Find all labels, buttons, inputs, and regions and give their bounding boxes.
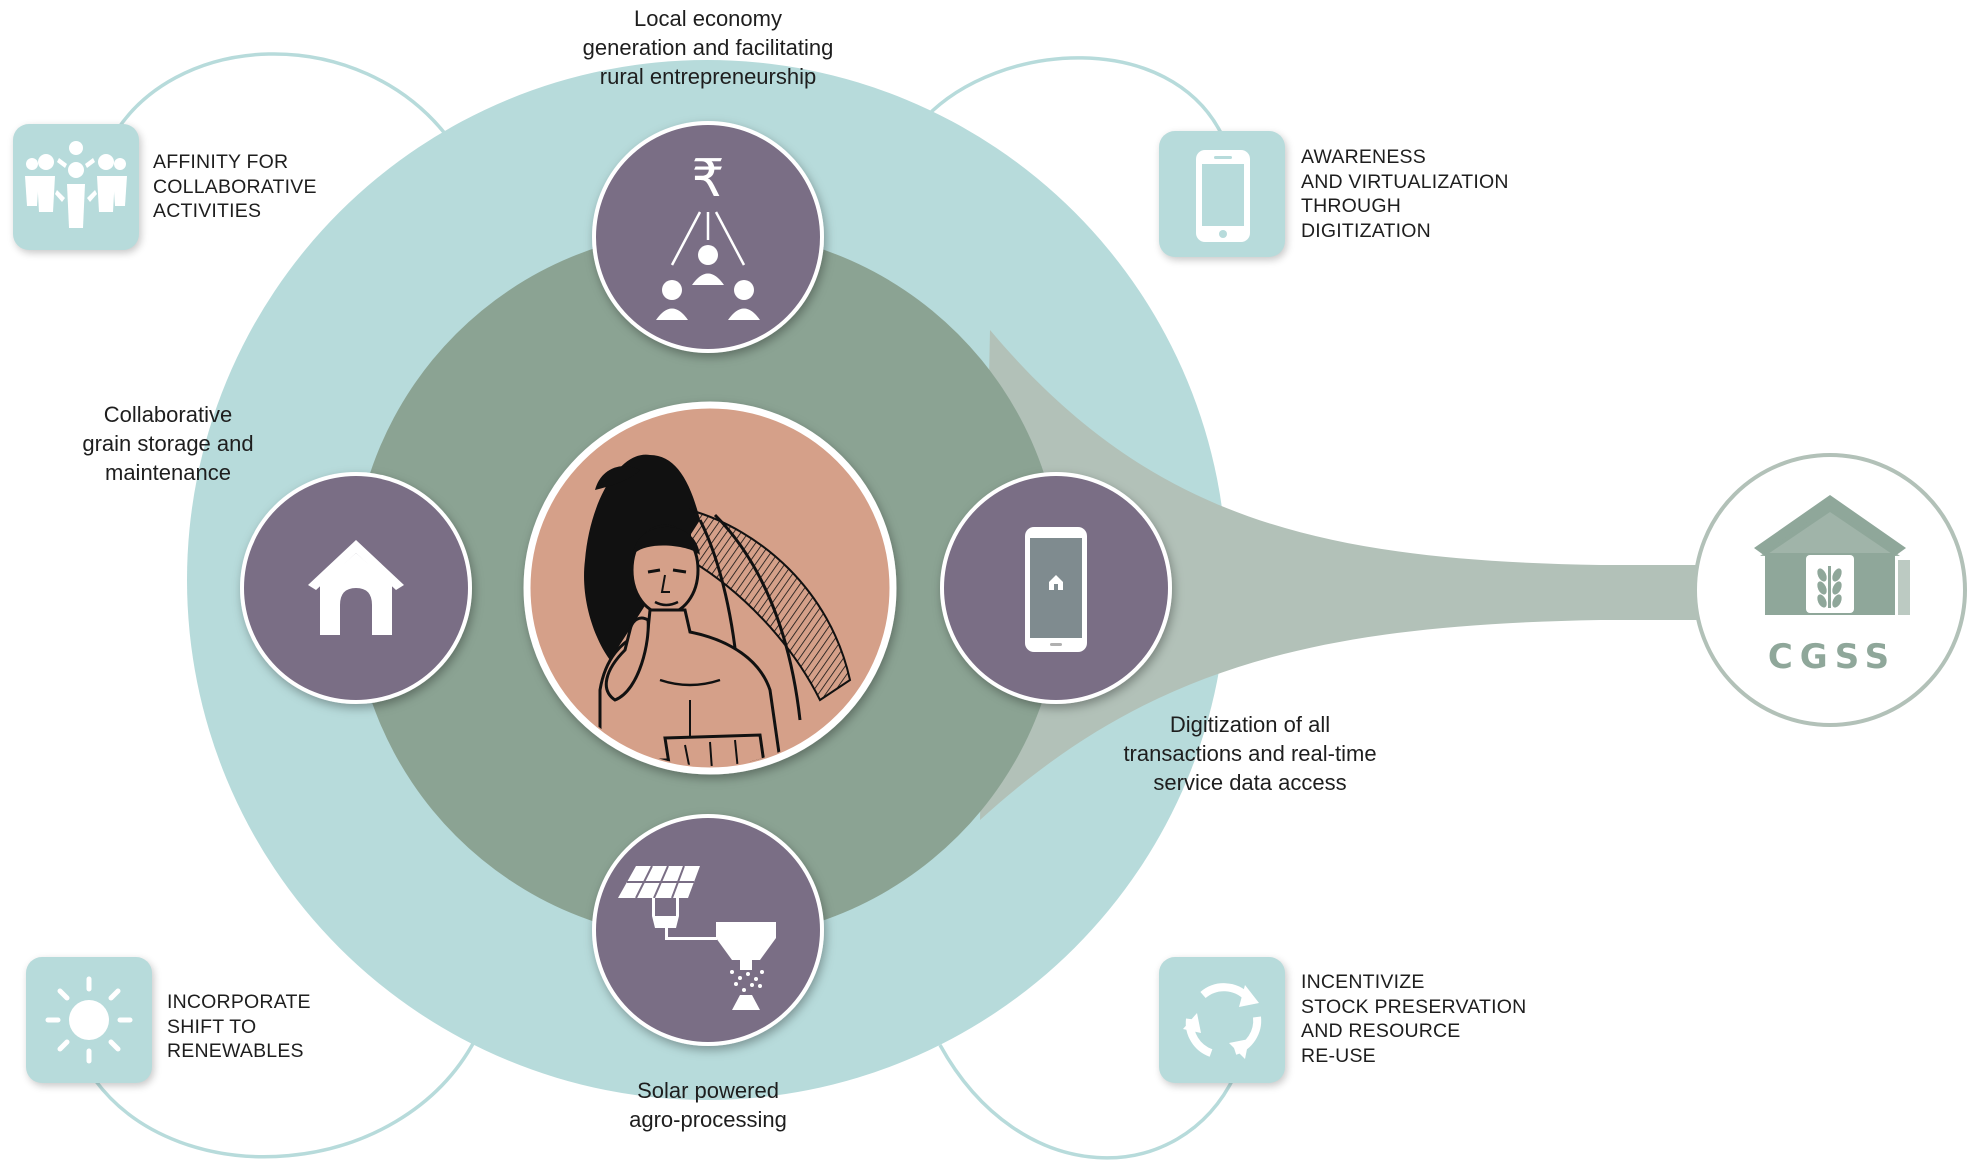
loop-bottom-right (938, 1044, 1237, 1160)
label-grain-storage-line: grain storage and (82, 431, 254, 456)
node-bottom (592, 814, 824, 1046)
smartphone-icon (1025, 527, 1087, 652)
cgss-logo-text: CGSS (1768, 637, 1896, 677)
label-local-economy: Local economy generation and facilitatin… (548, 4, 868, 91)
mobile-phone-icon (1196, 150, 1250, 242)
caption-awareness: AWARENESS AND VIRTUALIZATION THROUGH DIG… (1301, 145, 1509, 243)
label-grain-storage-line: maintenance (105, 460, 231, 485)
caption-renewables-line: SHIFT TO (167, 1015, 257, 1038)
label-digitization-line: transactions and real-time (1123, 741, 1377, 766)
tile-renewables (26, 957, 152, 1083)
caption-preservation-line: INCENTIVIZE (1301, 971, 1425, 993)
connector-loops (93, 52, 1237, 1160)
label-solar-processing-line: agro-processing (629, 1107, 787, 1132)
caption-awareness-line: AWARENESS (1301, 146, 1426, 168)
grain-storehouse-icon (1754, 495, 1910, 615)
label-solar-processing: Solar powered agro-processing (578, 1076, 838, 1134)
label-local-economy-line: generation and facilitating (582, 35, 834, 60)
loop-bottom-left (93, 1039, 477, 1159)
svg-text:₹: ₹ (691, 149, 724, 209)
caption-collaborative: AFFINITY FOR COLLABORATIVE ACTIVITIES (153, 150, 317, 224)
caption-renewables-line: INCORPORATE (167, 991, 311, 1013)
label-grain-storage: Collaborative grain storage and maintena… (48, 400, 288, 487)
house-icon (308, 540, 404, 635)
caption-renewables-line: RENEWABLES (167, 1040, 304, 1062)
label-local-economy-line: rural entrepreneurship (599, 64, 817, 89)
label-solar-processing-line: Solar powered (637, 1078, 779, 1103)
rupee-network-icon: ₹ (656, 149, 760, 320)
caption-collaborative-line: ACTIVITIES (153, 200, 262, 222)
loop-top-right (923, 56, 1224, 136)
caption-awareness-line: DIGITIZATION (1301, 219, 1431, 242)
label-digitization-line: service data access (1153, 770, 1347, 795)
caption-preservation-line: RE-USE (1301, 1044, 1376, 1067)
sun-icon (45, 976, 133, 1064)
caption-preservation-line: AND RESOURCE (1301, 1020, 1461, 1042)
label-digitization-line: Digitization of all (1169, 712, 1331, 737)
group-people-icon (25, 141, 127, 228)
funnel-connector (980, 330, 1710, 820)
caption-preservation-line: STOCK PRESERVATION (1301, 995, 1527, 1018)
tile-awareness (1159, 131, 1285, 257)
caption-collaborative-line: AFFINITY FOR (153, 151, 289, 173)
cgss-logo: CGSS (1693, 453, 1967, 727)
label-local-economy-line: Local economy (634, 6, 782, 31)
caption-renewables: INCORPORATE SHIFT TO RENEWABLES (167, 990, 311, 1064)
tile-collaborative (13, 124, 139, 250)
loop-top-left (108, 52, 452, 143)
caption-awareness-line: THROUGH (1301, 195, 1401, 217)
caption-collaborative-line: COLLABORATIVE (153, 175, 317, 198)
caption-preservation: INCENTIVIZE STOCK PRESERVATION AND RESOU… (1301, 970, 1526, 1068)
farmer-carrying-harvest-illustration (584, 454, 852, 766)
recycle-arrows-icon (1183, 983, 1262, 1059)
tile-preservation (1159, 957, 1285, 1083)
caption-awareness-line: AND VIRTUALIZATION (1301, 170, 1509, 193)
label-grain-storage-line: Collaborative (103, 402, 233, 427)
solar-panel-processor-icon (618, 865, 776, 1010)
label-digitization: Digitization of all transactions and rea… (1090, 710, 1410, 797)
